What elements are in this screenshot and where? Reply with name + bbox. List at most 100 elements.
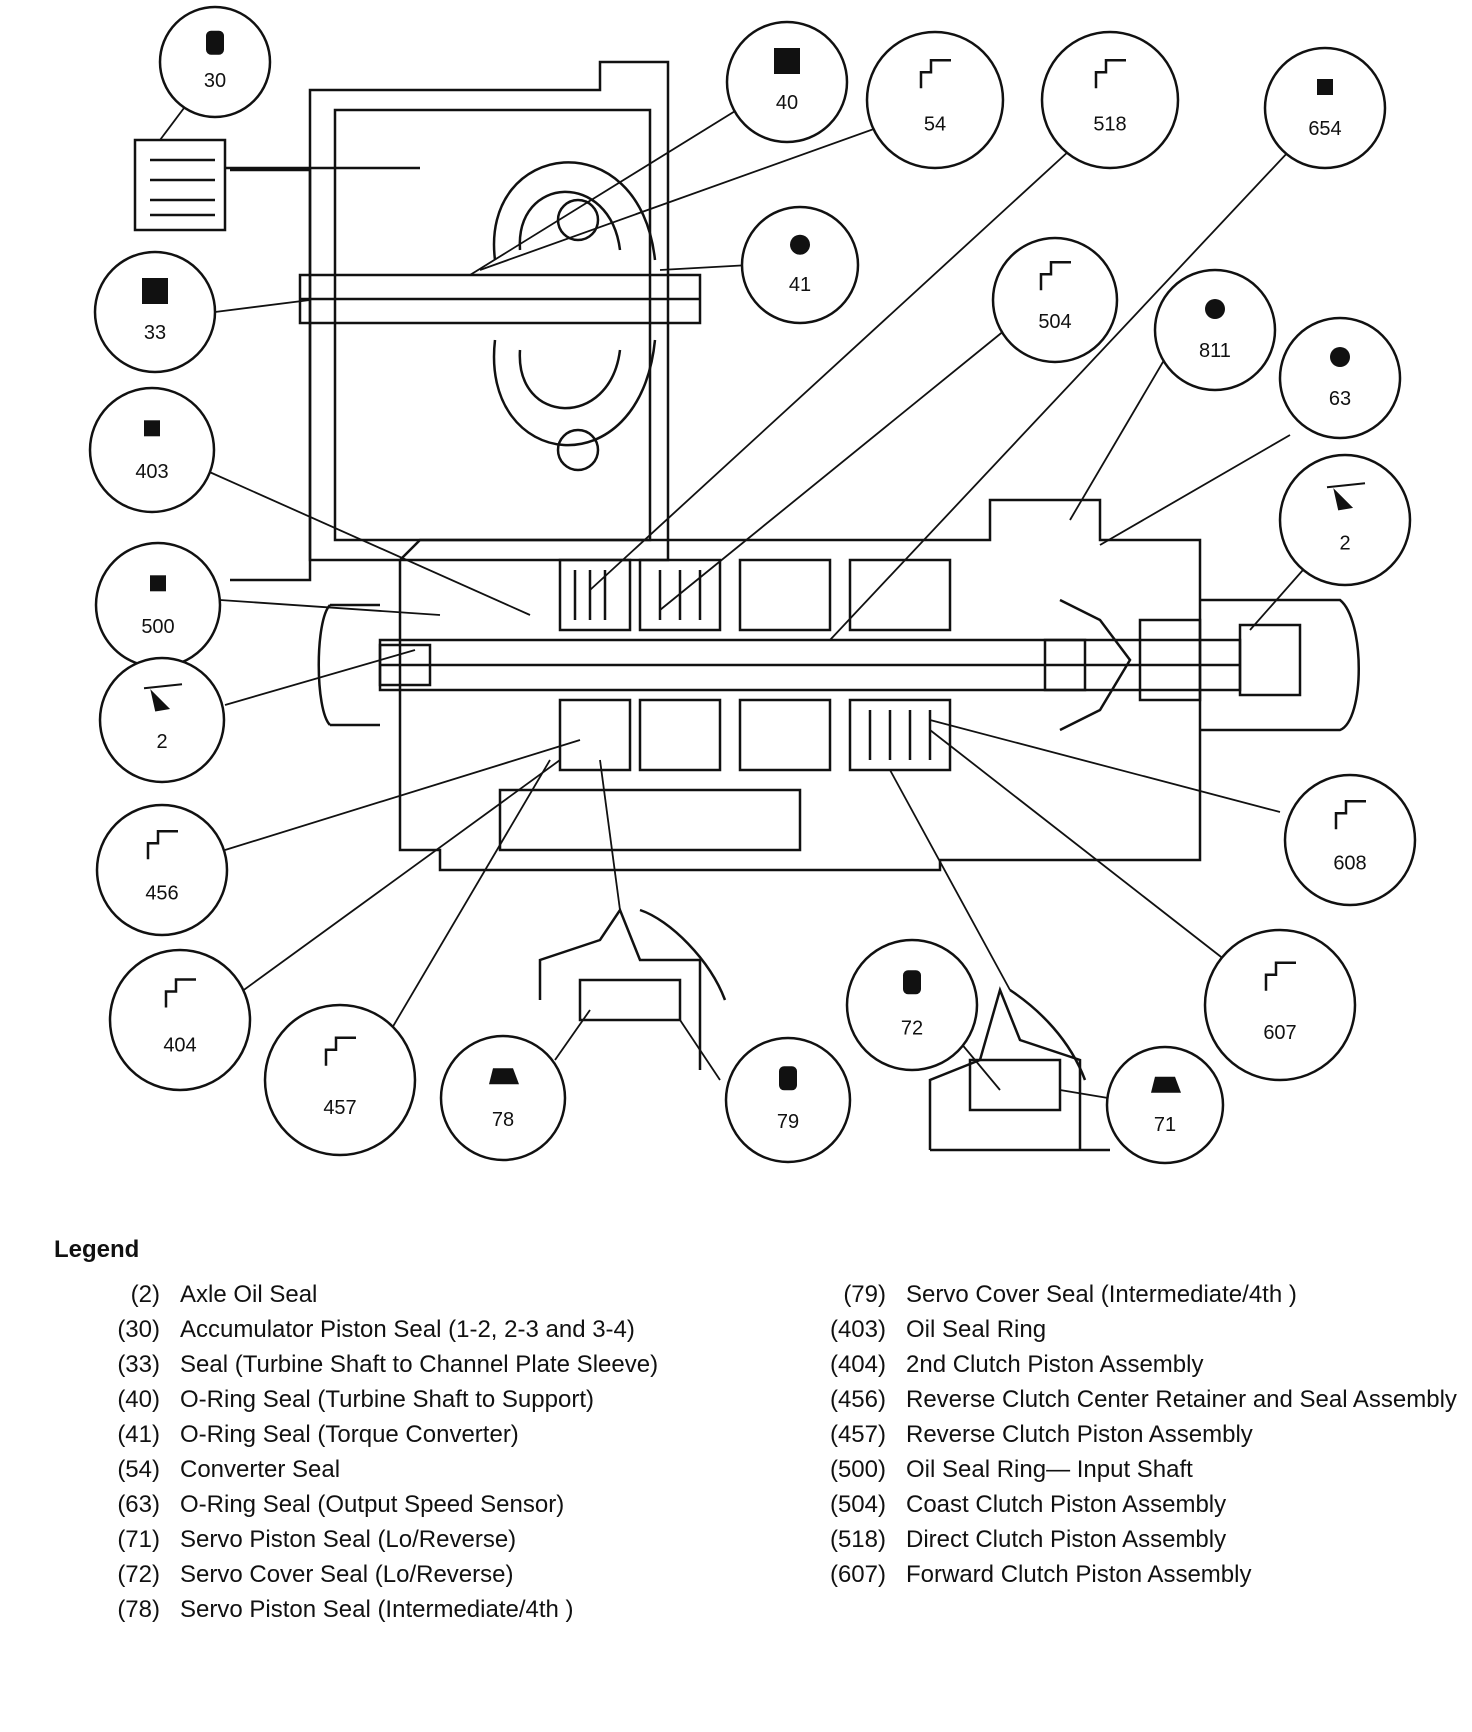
clutch-packs [558,558,952,772]
seal-marker-icon [164,978,196,1008]
seal-marker-icon [774,48,800,74]
legend-item-number: (63) [117,1491,160,1518]
seal-marker-icon [1264,961,1296,991]
legend-item: (607)Forward Clutch Piston Assembly [822,1560,1462,1590]
legend-item-number: (500) [829,1456,886,1483]
callout-607: 607 [1203,928,1357,1082]
legend-item-number: (54) [117,1456,160,1483]
callout-71: 71 [1105,1045,1225,1165]
callout-circle [439,1034,567,1162]
seal-marker-icon [150,575,166,592]
legend-item: (403) Oil Seal Ring [822,1315,1462,1345]
legend-item-description: Servo Piston Seal (Lo/Reverse) [180,1526,517,1553]
callout-label: 71 [1154,1114,1176,1136]
callout-label: 607 [1263,1022,1296,1044]
main-case-outline [398,498,1202,872]
legend-item-description: Oil Seal Ring [906,1316,1047,1343]
legend-item-description: Seal (Turbine Shaft to Channel Plate Sle… [180,1351,659,1378]
callout-403: 403 [88,386,216,514]
callout-label: 456 [145,882,178,904]
callout-label: 518 [1093,114,1126,136]
legend-title: Legend [54,1236,140,1263]
legend-item-number: (79) [843,1281,886,1308]
legend-item-number: (71) [117,1526,160,1553]
legend-item-description: Axle Oil Seal [180,1281,318,1308]
seal-marker-icon [324,1036,356,1066]
channel-plate-left [230,168,312,582]
callout-circle [740,205,860,325]
legend-item: (457)Reverse Clutch Piston Assembly [822,1420,1462,1450]
servo-detail-lo-reverse [928,986,1110,1152]
callout-circle [94,541,222,669]
seal-marker-icon [1334,800,1366,830]
seal-marker-icon [1151,1076,1181,1093]
seal-marker-icon [206,30,224,55]
callout-circle [1153,268,1277,392]
legend-item: (79)Servo Cover Seal (Intermediate/4th ) [822,1280,1462,1310]
callout-456: 456 [95,803,229,937]
seal-marker-icon [919,58,951,89]
seal-marker-icon [779,1066,797,1091]
callout-label: 2 [156,731,167,753]
legend-item-number: (607) [829,1561,886,1588]
legend-item-description: Reverse Clutch Piston Assembly [906,1421,1253,1448]
callout-2a: 2 [1278,453,1412,587]
seal-marker-icon [142,278,168,304]
legend-item-number: (456) [829,1386,886,1413]
legend-item: (2) Axle Oil Seal [96,1280,776,1310]
upper-housing-outline [308,60,670,562]
callout-label: 403 [135,461,168,483]
legend-item-number: (30) [117,1316,160,1343]
callout-circle [865,30,1005,170]
accumulator-detail [133,138,420,232]
seal-marker-icon [1205,299,1225,319]
seal-marker-icon [489,1068,519,1085]
legend-item-description: Direct Clutch Piston Assembly [906,1526,1227,1553]
callout-label: 78 [492,1109,514,1131]
callout-circle [1040,30,1180,170]
seal-marker-icon [146,830,178,860]
legend-item-number: (2) [130,1281,160,1308]
callout-circle [263,1003,417,1157]
callout-608: 608 [1283,773,1417,907]
callout-41: 41 [740,205,860,325]
callout-circle [1263,46,1387,170]
callout-63: 63 [1278,316,1402,440]
callout-label: 33 [144,322,166,344]
seal-marker-icon [1326,482,1366,511]
legend-column-left: (2) Axle Oil Seal (30) Accumulator Piston S… [96,1280,776,1630]
callout-78: 78 [439,1034,567,1162]
callout-label: 811 [1199,340,1231,362]
seal-marker-icon [1094,58,1126,89]
legend-item: (78)Servo Piston Seal (Intermediate/4th … [96,1595,776,1625]
legend-column-right: (79)Servo Cover Seal (Intermediate/4th )… [822,1280,1462,1595]
seal-marker-icon [1330,347,1350,367]
legend-item-number: (403) [829,1316,886,1343]
callout-label: 79 [777,1111,799,1133]
callout-label: 41 [789,274,811,296]
callout-72: 72 [845,938,979,1072]
legend-item-number: (504) [829,1491,886,1518]
legend-item: (518)Direct Clutch Piston Assembly [822,1525,1462,1555]
callout-label: 457 [323,1097,356,1119]
callout-circle [725,20,849,144]
callout-circle [98,656,226,784]
legend-item-description: Accumulator Piston Seal (1-2, 2-3 and 3-… [180,1316,635,1343]
left-axle [317,603,432,727]
legend-item-description: O-Ring Seal (Torque Converter) [180,1421,519,1448]
seal-marker-icon [1317,79,1333,95]
legend-item-description: Oil Seal Ring— Input Shaft [906,1456,1193,1483]
legend-item: (54)Converter Seal [96,1455,776,1485]
seal-marker-icon [790,234,810,255]
seal-marker-icon [144,420,160,437]
callout-label: 500 [141,616,174,638]
legend-item-description: O-Ring Seal (Turbine Shaft to Support) [180,1386,594,1413]
callout-circle [1203,928,1357,1082]
callout-404: 404 [108,948,252,1092]
callout-label: 54 [924,114,946,136]
upper-housing-inner [333,108,652,542]
legend-item: (72)Servo Cover Seal (Lo/Reverse) [96,1560,776,1590]
legend-item: (404)2nd Clutch Piston Assembly [822,1350,1462,1380]
callout-circle [845,938,979,1072]
legend-item: (500) Oil Seal Ring— Input Shaft [822,1455,1462,1485]
